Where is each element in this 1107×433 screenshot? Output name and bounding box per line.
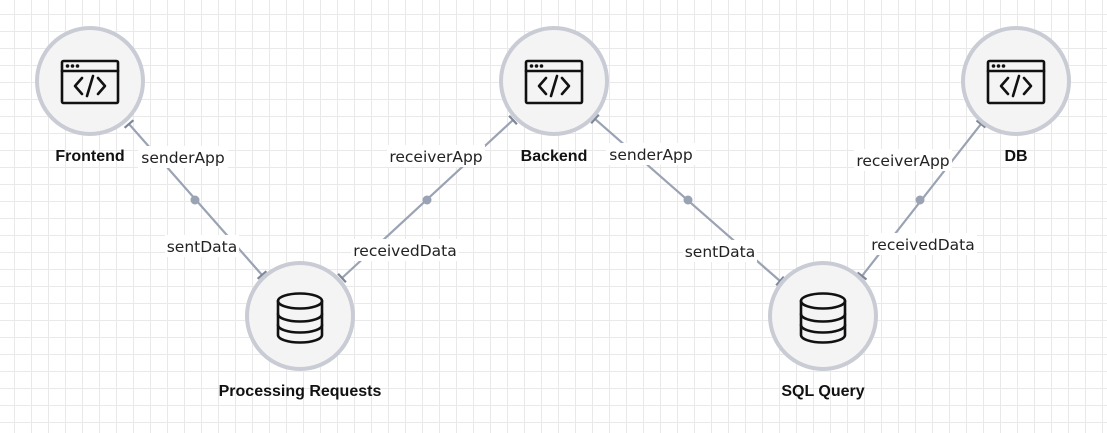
- edge-label-sender-app: senderApp: [609, 146, 692, 164]
- edge-label-sent-data: sentData: [685, 243, 756, 261]
- node-title-processing-requests: Processing Requests: [219, 383, 382, 400]
- edge-label-receiver-app: receiverApp: [389, 148, 482, 166]
- node-title-sql-query: SQL Query: [781, 383, 864, 400]
- edge-label-receiver-app: receiverApp: [856, 152, 949, 170]
- edge-label-received-data: receivedData: [871, 236, 975, 254]
- node-backend[interactable]: Backend: [499, 26, 609, 165]
- node-sql-query[interactable]: SQL Query: [768, 261, 878, 400]
- node-title-backend: Backend: [521, 148, 588, 165]
- edge-label-received-data: receivedData: [353, 242, 457, 260]
- node-title-frontend: Frontend: [55, 148, 124, 165]
- node-title-db: DB: [1004, 148, 1027, 165]
- edge-label-sent-data: sentData: [167, 238, 238, 256]
- edge-db-sql-query[interactable]: [856, 119, 987, 281]
- edge-label-group: senderApp sentData receiverApp receivedD…: [138, 143, 977, 262]
- node-frontend[interactable]: Frontend: [35, 26, 145, 165]
- edge-label-sender-app: senderApp: [141, 149, 224, 167]
- node-processing-requests[interactable]: Processing Requests: [219, 261, 382, 400]
- node-db[interactable]: DB: [961, 26, 1071, 165]
